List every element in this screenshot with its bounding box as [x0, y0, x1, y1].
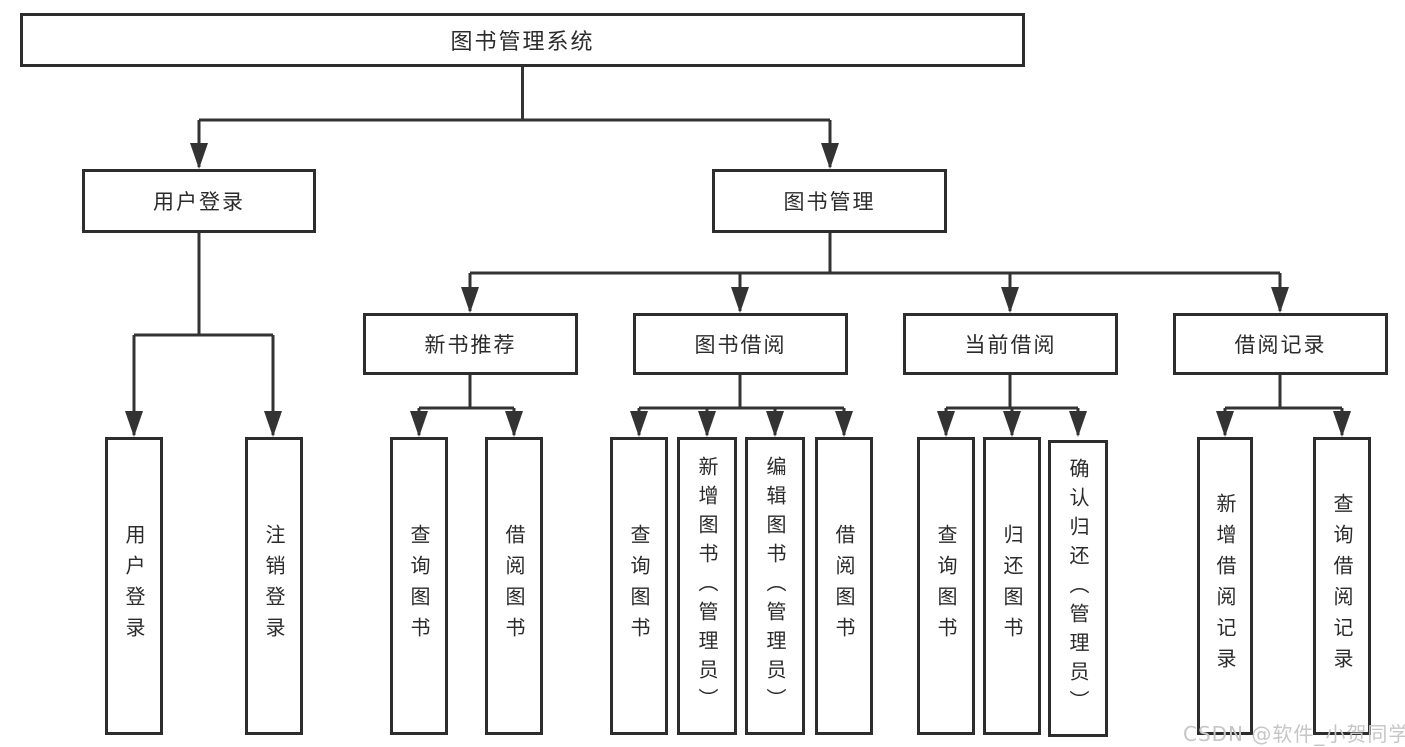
node-label: 查询图书 — [934, 524, 958, 648]
leaf-cb-query-books: 查询图书 — [917, 437, 975, 735]
leaf-user-login: 用户登录 — [105, 437, 163, 735]
node-label: 编辑图书（管理员） — [763, 455, 787, 717]
node-current-borrowing: 当前借阅 — [903, 313, 1118, 375]
node-label: 新书推荐 — [424, 333, 517, 357]
node-book-management: 图书管理 — [712, 169, 947, 233]
leaf-bb-query-books: 查询图书 — [610, 437, 668, 735]
node-label: 借阅记录 — [1234, 333, 1327, 357]
node-label: 图书管理系统 — [450, 30, 595, 55]
node-label: 用户登录 — [122, 524, 146, 648]
leaf-bb-borrow-books: 借阅图书 — [815, 437, 873, 735]
node-borrowing-records: 借阅记录 — [1173, 313, 1388, 375]
node-library-management-system: 图书管理系统 — [20, 13, 1025, 67]
node-label: 查询图书 — [407, 524, 431, 648]
leaf-bb-edit-books-admin: 编辑图书（管理员） — [745, 437, 805, 735]
csdn-watermark: CSDN @软件_小贺同学 — [1183, 722, 1405, 746]
node-label: 用户登录 — [153, 190, 245, 214]
leaf-bb-add-books-admin: 新增图书（管理员） — [677, 437, 737, 735]
node-label: 图书借阅 — [694, 333, 787, 357]
node-label: 图书管理 — [783, 190, 876, 214]
node-label: 查询图书 — [627, 524, 651, 648]
node-label: 当前借阅 — [964, 333, 1057, 357]
node-label: 确认归还（管理员） — [1066, 458, 1090, 719]
leaf-cb-confirm-return-admin: 确认归还（管理员） — [1048, 440, 1108, 737]
leaf-cb-return-books: 归还图书 — [983, 437, 1041, 735]
leaf-nbr-borrow-books: 借阅图书 — [485, 437, 543, 735]
leaf-nbr-query-books: 查询图书 — [390, 437, 448, 735]
leaf-br-add-record: 新增借阅记录 — [1197, 437, 1253, 735]
node-label: 新增图书（管理员） — [695, 455, 719, 717]
node-label: 新增借阅记录 — [1213, 493, 1237, 679]
node-label: 归还图书 — [1000, 524, 1024, 648]
node-label: 借阅图书 — [502, 524, 526, 648]
node-label: 注销登录 — [262, 524, 286, 648]
node-label: 查询借阅记录 — [1330, 493, 1354, 679]
leaf-logout: 注销登录 — [245, 437, 303, 735]
node-new-book-recommendation: 新书推荐 — [363, 313, 578, 375]
node-book-borrowing: 图书借阅 — [633, 313, 848, 375]
node-user-login: 用户登录 — [82, 169, 316, 233]
node-label: 借阅图书 — [832, 524, 856, 648]
leaf-br-query-record: 查询借阅记录 — [1313, 437, 1371, 735]
